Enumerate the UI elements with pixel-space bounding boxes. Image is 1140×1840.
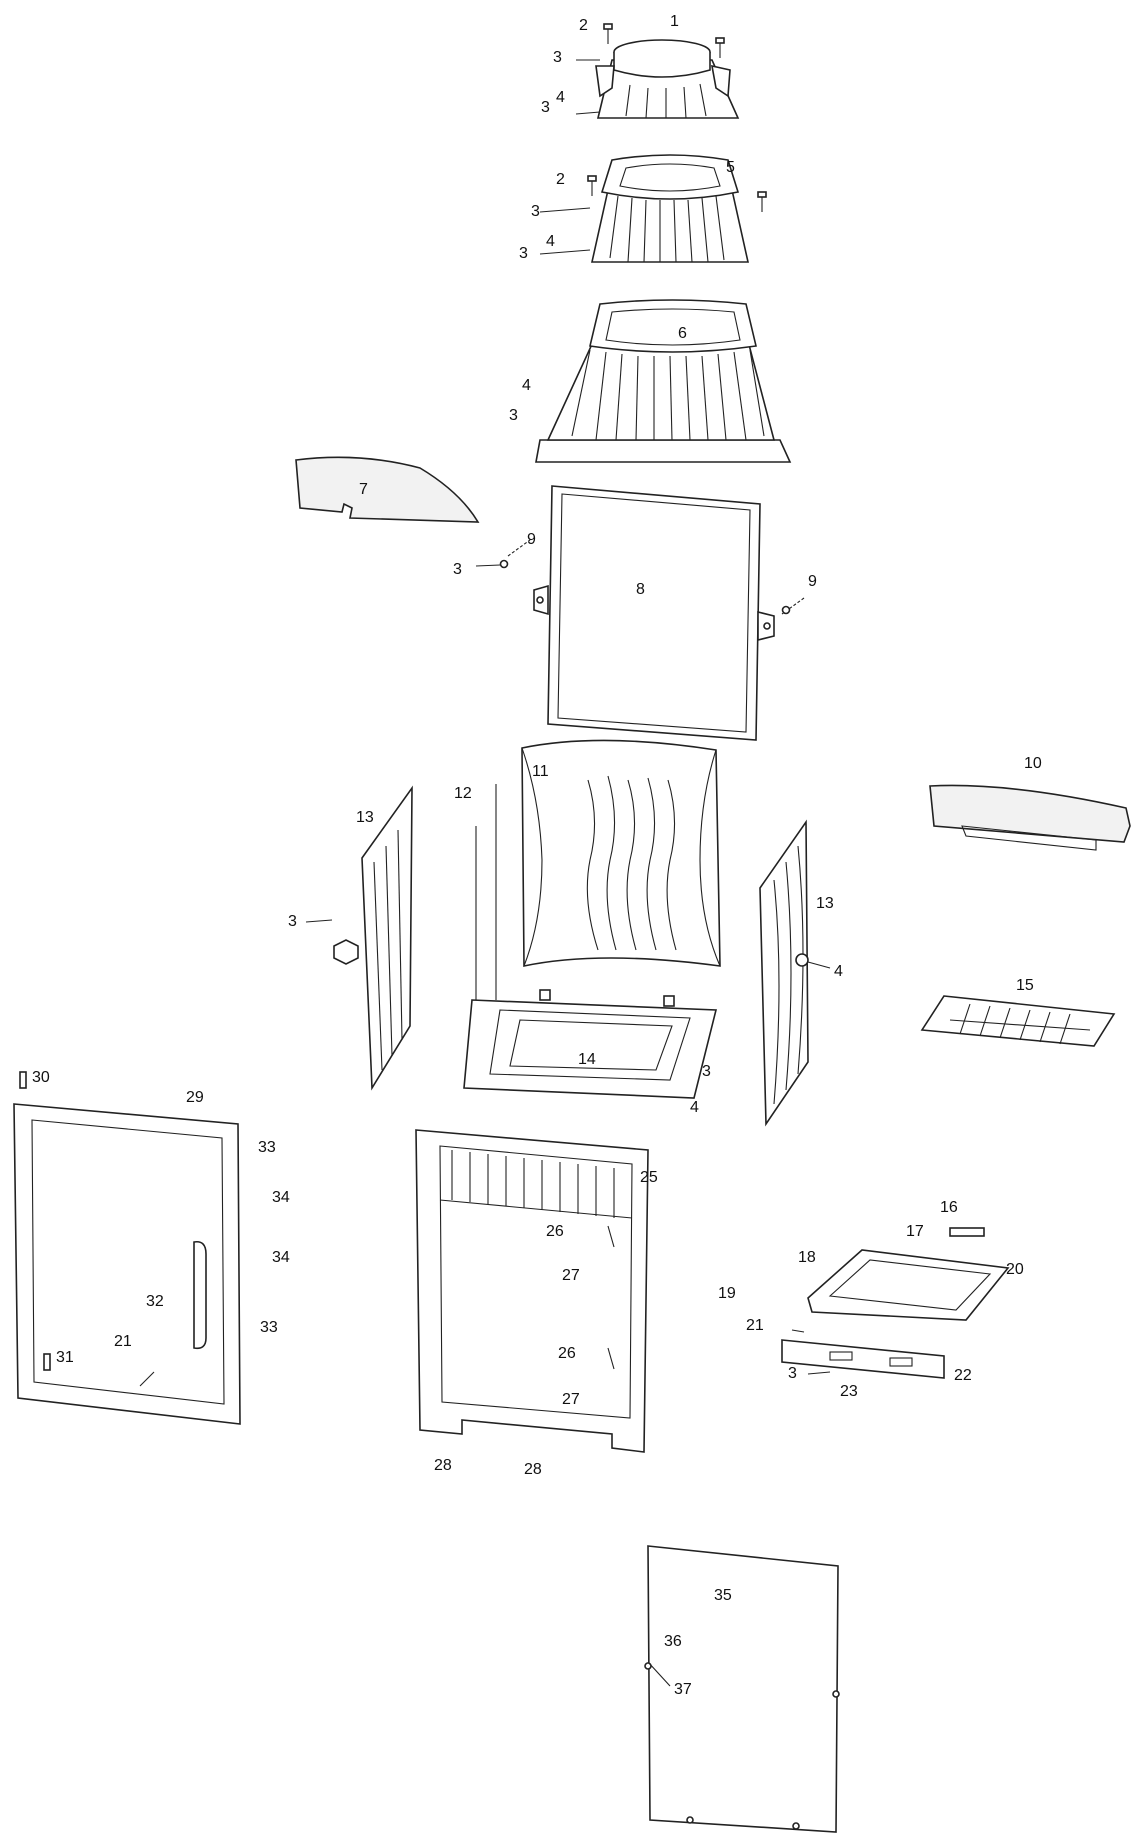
callout-36: 36 [664, 1633, 682, 1650]
callout-3: 3 [453, 561, 462, 578]
callout-22: 22 [954, 1367, 972, 1384]
callout-3: 3 [702, 1063, 711, 1080]
callout-3: 3 [509, 407, 518, 424]
callout-26: 26 [558, 1345, 576, 1362]
callout-5: 5 [726, 159, 735, 176]
callout-35: 35 [714, 1587, 732, 1604]
callout-25: 25 [640, 1169, 658, 1186]
callout-21: 21 [746, 1317, 764, 1334]
callout-3: 3 [788, 1365, 797, 1382]
part-22-ash-pan-rail [781, 1339, 945, 1379]
part-13-left-side-panel [333, 785, 413, 1091]
callout-31: 31 [56, 1349, 74, 1366]
callout-27: 27 [562, 1391, 580, 1408]
callout-14: 14 [578, 1051, 596, 1068]
callout-33: 33 [258, 1139, 276, 1156]
callout-3: 3 [541, 99, 550, 116]
callout-6: 6 [678, 325, 687, 342]
part-14-ash-tray [463, 989, 718, 1099]
callout-21: 21 [114, 1333, 132, 1350]
part-18-ash-pan [807, 1227, 1010, 1321]
screws-part-2-top [603, 23, 725, 58]
screws-part-2-mid [587, 175, 767, 212]
callout-19: 19 [718, 1285, 736, 1302]
callout-30: 30 [32, 1069, 50, 1086]
callout-26: 26 [546, 1223, 564, 1240]
callout-9: 9 [808, 573, 817, 590]
callout-34: 34 [272, 1189, 290, 1206]
callout-4: 4 [546, 233, 555, 250]
callout-11: 11 [532, 763, 549, 780]
callout-16: 16 [940, 1199, 958, 1216]
callout-3: 3 [531, 203, 540, 220]
callout-13: 13 [816, 895, 834, 912]
callout-29: 29 [186, 1089, 204, 1106]
part-25-door-body [415, 1129, 649, 1453]
callout-3: 3 [519, 245, 528, 262]
rods-part-12 [475, 784, 497, 1010]
callout-13: 13 [356, 809, 374, 826]
callout-15: 15 [1016, 977, 1034, 994]
bolts-part-9 [499, 539, 805, 615]
callout-2: 2 [579, 17, 588, 34]
part-10-top-cover [929, 784, 1131, 851]
part-11-rear-flame-panel [521, 739, 721, 967]
part-15-grate [920, 995, 1116, 1047]
callout-18: 18 [798, 1249, 816, 1266]
callout-23: 23 [840, 1383, 858, 1400]
callout-10: 10 [1024, 755, 1042, 772]
callout-9: 9 [527, 531, 536, 548]
part-8-firebox-frame [533, 485, 775, 741]
part-1-flue-collar [595, 39, 740, 119]
callout-3: 3 [553, 49, 562, 66]
callout-17: 17 [906, 1223, 924, 1240]
callout-3: 3 [288, 913, 297, 930]
part-5-upper-cone [591, 154, 749, 263]
callout-4: 4 [522, 377, 531, 394]
callout-4: 4 [690, 1099, 699, 1116]
callout-2: 2 [556, 171, 565, 188]
leader-lines [139, 59, 831, 1687]
callout-32: 32 [146, 1293, 164, 1310]
part-6-base-cone [535, 299, 792, 463]
callout-8: 8 [636, 581, 645, 598]
callout-27: 27 [562, 1267, 580, 1284]
callout-4: 4 [556, 89, 565, 106]
flame-pattern [586, 775, 677, 951]
callout-1: 1 [670, 13, 679, 30]
callout-28: 28 [434, 1457, 452, 1474]
part-35-back-panel [644, 1545, 840, 1833]
callout-7: 7 [359, 481, 368, 498]
callout-33: 33 [260, 1319, 278, 1336]
callout-20: 20 [1006, 1261, 1024, 1278]
part-13-right-side-panel [759, 819, 809, 1127]
part-7-deflector-plate [295, 456, 480, 523]
callout-34: 34 [272, 1249, 290, 1266]
callout-37: 37 [674, 1681, 692, 1698]
callout-28: 28 [524, 1461, 542, 1478]
callout-12: 12 [454, 785, 472, 802]
part-29-door-frame [13, 1071, 241, 1425]
callout-4: 4 [834, 963, 843, 980]
